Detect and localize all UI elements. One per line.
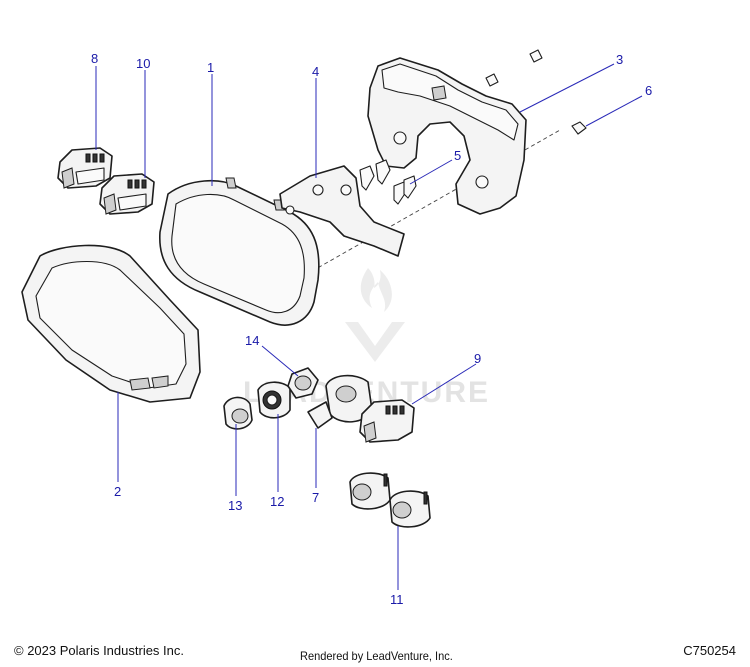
switch-part-10 <box>99 173 155 215</box>
screws-part-5 <box>359 159 417 205</box>
callout-3: 3 <box>616 52 623 67</box>
socket-part-12 <box>257 381 291 419</box>
callout-12: 12 <box>270 494 284 509</box>
socket-part-11-upper <box>349 472 391 510</box>
housing-part-3 <box>367 57 527 215</box>
callout-7: 7 <box>312 490 319 505</box>
callout-2: 2 <box>114 484 121 499</box>
screws-part-6 <box>485 49 587 135</box>
bezel-part-2 <box>21 244 201 403</box>
callout-14: 14 <box>245 333 259 348</box>
callout-5: 5 <box>454 148 461 163</box>
bracket-part-4 <box>279 165 405 257</box>
switch-part-9 <box>359 399 415 443</box>
part-code-text: C750254 <box>683 643 736 658</box>
callout-8-label: 8 <box>91 51 98 66</box>
copyright-text: © 2023 Polaris Industries Inc. <box>14 643 184 658</box>
switch-part-8 <box>57 147 113 189</box>
callout-9: 9 <box>474 351 481 366</box>
rendered-by-text: Rendered by LeadVenture, Inc. <box>300 649 453 663</box>
callout-6: 6 <box>645 83 652 98</box>
callout-10: 10 <box>136 56 150 71</box>
callout-11: 11 <box>390 592 404 607</box>
assembly-axis-line <box>299 129 561 279</box>
nut-part-14 <box>287 367 319 399</box>
callout-13: 13 <box>228 498 242 513</box>
ignition-switch-part-7 <box>307 374 373 429</box>
callout-1: 1 <box>207 60 214 75</box>
display-cluster-part-1 <box>159 177 320 326</box>
leader-lines <box>95 63 643 590</box>
cap-part-13 <box>223 396 253 430</box>
callout-4: 4 <box>312 64 319 79</box>
socket-part-11 <box>389 490 431 528</box>
